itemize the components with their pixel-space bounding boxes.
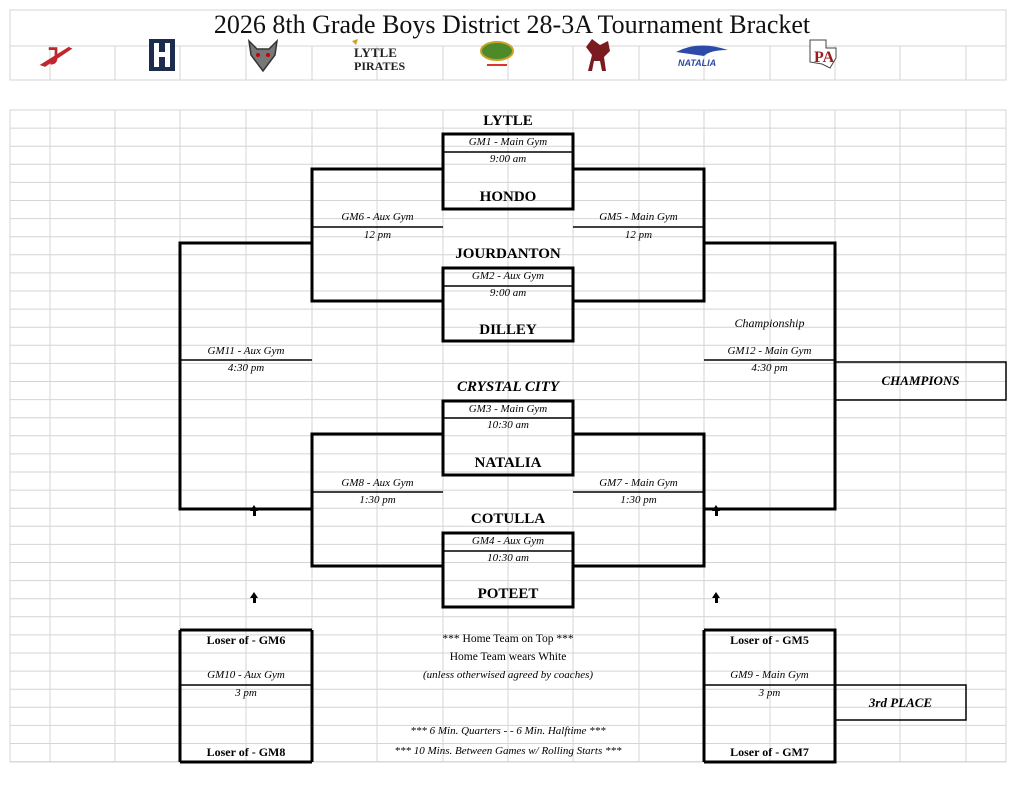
- gm6-time: 12 pm: [363, 229, 392, 241]
- lytle-logo-text-2: PIRATES: [354, 59, 405, 73]
- gm3-location: GM3 - Main Gym: [468, 403, 548, 415]
- gm6-location: GM6 - Aux Gym: [341, 211, 414, 223]
- loser-gm6: Loser of - GM6: [206, 633, 286, 647]
- team-hondo: HONDO: [479, 189, 537, 205]
- gm12-time: 4:30 pm: [751, 362, 788, 374]
- dilley-bronco-logo: [578, 36, 618, 74]
- gm3-time: 10:30 am: [487, 419, 529, 431]
- loser-gm7: Loser of - GM7: [730, 745, 809, 759]
- note-home-white: Home Team wears White: [449, 651, 567, 663]
- up-arrow-icon: [712, 505, 720, 511]
- note-coaches: (unless otherwised agreed by coaches): [422, 669, 594, 681]
- team-poteet: POTEET: [477, 586, 539, 602]
- natalia-logo-text: NATALIA: [678, 58, 716, 68]
- team-jourdanton: JOURDANTON: [455, 246, 561, 262]
- gm8-location: GM8 - Aux Gym: [341, 477, 414, 489]
- note-home-top: *** Home Team on Top ***: [442, 633, 574, 645]
- gm9-time: 3 pm: [758, 687, 781, 699]
- poteet-logo: PA: [803, 36, 843, 74]
- svg-text:PA: PA: [814, 49, 835, 66]
- gm1-time: 9:00 am: [489, 153, 527, 165]
- gm10-time: 3 pm: [235, 687, 257, 699]
- gm9-location: GM9 - Main Gym: [730, 669, 809, 681]
- team-lytle: LYTLE: [483, 113, 533, 129]
- championship-label: Championship: [734, 316, 805, 330]
- up-arrow-stem: [715, 511, 718, 516]
- lytle-logo-text-1: LYTLE: [354, 45, 397, 60]
- gm12-location: GM12 - Main Gym: [727, 345, 812, 357]
- cotulla-logo: [475, 36, 519, 74]
- gm8-time: 1:30 pm: [359, 494, 396, 506]
- up-arrow-stem: [715, 598, 718, 603]
- gm4-time: 10:30 am: [487, 552, 529, 564]
- gm2-location: GM2 - Aux Gym: [471, 270, 545, 282]
- wolf-logo: [243, 36, 283, 74]
- gm5-location: GM5 - Main Gym: [599, 211, 678, 223]
- up-arrow-icon: [250, 592, 258, 598]
- gm10-location: GM10 - Aux Gym: [207, 669, 285, 681]
- gm1-location: GM1 - Main Gym: [468, 136, 548, 148]
- natalia-logo: NATALIA: [670, 36, 734, 74]
- up-arrow-icon: [250, 505, 258, 511]
- up-arrow-icon: [712, 592, 720, 598]
- hondo-logo: [142, 36, 182, 74]
- up-arrow-stem: [253, 598, 256, 603]
- gm7-time: 1:30 pm: [620, 494, 657, 506]
- team-dilley: DILLEY: [479, 322, 537, 338]
- gm4-location: GM4 - Aux Gym: [471, 535, 545, 547]
- jourdanton-logo: [36, 36, 76, 74]
- team-crystal-city: CRYSTAL CITY: [456, 379, 560, 395]
- champions-label: CHAMPIONS: [881, 373, 960, 388]
- gm11-time: 4:30 pm: [227, 362, 265, 374]
- loser-gm8: Loser of - GM8: [206, 745, 286, 759]
- note-between: *** 10 Mins. Between Games w/ Rolling St…: [394, 745, 622, 757]
- loser-gm5: Loser of - GM5: [730, 633, 809, 647]
- gm5-time: 12 pm: [624, 229, 653, 241]
- gm2-time: 9:00 am: [489, 287, 527, 299]
- note-quarters: *** 6 Min. Quarters - - 6 Min. Halftime …: [410, 725, 606, 737]
- team-cotulla: COTULLA: [470, 511, 546, 527]
- third-place-label: 3rd PLACE: [868, 695, 933, 710]
- gm7-location: GM7 - Main Gym: [599, 477, 678, 489]
- up-arrow-stem: [253, 511, 256, 516]
- team-natalia: NATALIA: [474, 455, 542, 471]
- page-title: 2026 8th Grade Boys District 28-3A Tourn…: [213, 10, 811, 39]
- gm11-location: GM11 - Aux Gym: [207, 345, 285, 357]
